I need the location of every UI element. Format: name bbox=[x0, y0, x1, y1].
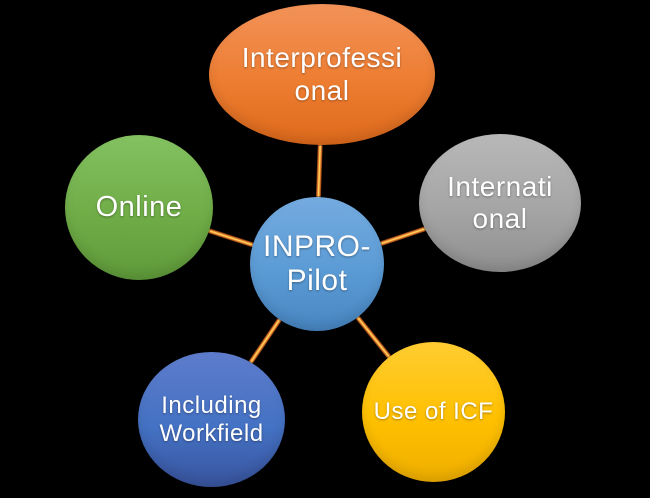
node-international[interactable]: Internati onal bbox=[419, 134, 581, 272]
node-interprofessional[interactable]: Interprofessi onal bbox=[209, 4, 435, 145]
node-use-of-icf[interactable]: Use of ICF bbox=[362, 342, 505, 482]
node-international-label: Internati onal bbox=[447, 170, 553, 234]
node-online[interactable]: Online bbox=[65, 135, 213, 280]
node-center-inpro-pilot[interactable]: INPRO- Pilot bbox=[250, 197, 384, 331]
node-interprofessional-label: Interprofessi onal bbox=[241, 42, 403, 106]
node-center-label: INPRO- Pilot bbox=[263, 229, 371, 298]
node-use-of-icf-label: Use of ICF bbox=[373, 398, 494, 426]
node-online-label: Online bbox=[95, 190, 183, 223]
node-including-workfield-label: Including Workfield bbox=[159, 391, 264, 447]
node-including-workfield[interactable]: Including Workfield bbox=[138, 352, 285, 487]
